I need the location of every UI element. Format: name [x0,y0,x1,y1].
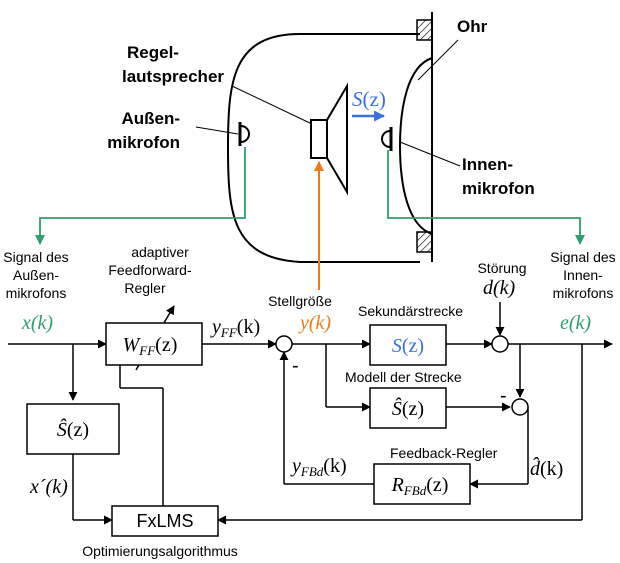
inner-mic-capsule [381,130,391,148]
block-fxlms [111,505,219,537]
signal-lines [8,302,613,525]
stoerung-label: Störung [477,260,526,276]
earcup-shell [226,33,420,263]
modell-label: Modell der Strecke [345,369,462,385]
minus-sign-1: - [292,355,299,377]
secondary-path-label: S(z) [392,335,424,357]
e-k-label: e(k) [560,312,591,334]
label-regel-line1: Regel- [127,43,179,62]
adaptive-line1: adaptiver [131,244,189,260]
block-shat-left [26,403,120,455]
outer-mic-tap [35,147,246,245]
cushion-bottom [416,231,433,253]
sig-innen-line3: mikrofons [553,285,614,301]
speaker-cone [326,82,348,196]
leader-ohr [417,39,459,81]
feedback-label: Feedback-Regler [390,445,498,461]
wff-label: WFF(z) [123,334,178,358]
sig-innen-line2: Innen- [563,267,603,283]
label-aussen-line1: Außen- [121,109,180,128]
minus-sign-2: - [500,385,507,407]
sekundaer-label: Sekundärstrecke [358,303,463,319]
sig-innen-line1: Signal des [550,249,615,265]
block-path-model [369,387,447,429]
sum-stellgroesse [275,335,293,353]
headphone-illustration [195,12,461,263]
leader-aussen [195,126,239,135]
leader-innen [399,141,461,167]
shat-left-label: Ŝ(z) [57,417,89,441]
x-k-label: x(k) [21,312,53,334]
label-s-path: S(z) [352,87,386,111]
leader-regel [231,85,313,125]
sig-aussen-line3: mikrofons [6,285,67,301]
block-secondary-path [369,324,447,366]
label-innen-line2: mikrofon [462,179,535,198]
outer-mic-capsule [240,125,250,143]
fxlms-label: FxLMS [136,511,193,531]
dhat-label: d̂(k) [530,456,563,480]
adaptive-line2: Feedforward- [108,262,192,278]
inner-mic-tap [387,150,585,245]
cushion-top [416,19,433,41]
yff-label: yFF(k) [210,316,260,340]
stellgroesse-label: Stellgröße [268,293,332,309]
sum-disturbance [491,335,509,353]
yfbd-label: yFBd(k) [290,455,347,479]
block-rfbd [373,463,471,505]
sig-aussen-line1: Signal des [3,249,68,265]
label-innen-line1: Innen- [462,155,513,174]
xprime-label: x´(k) [29,476,68,498]
model-label: Ŝ(z) [392,396,424,420]
sig-aussen-line2: Außen- [13,267,59,283]
d-k-label: d(k) [483,277,516,299]
label-aussen-line2: mikrofon [107,133,180,152]
sum-model-error [511,398,529,416]
ear-shape [398,57,433,235]
label-regel-line2: lautsprecher [122,67,224,86]
label-ohr: Ohr [457,17,488,36]
rfbd-label: RFBd(z) [391,474,449,498]
adaptive-line3: Regler [124,280,166,296]
block-wff [105,322,203,366]
optim-label: Optimierungsalgorithmus [82,543,238,559]
y-k-label: y(k) [298,312,331,334]
speaker-magnet [310,119,328,159]
